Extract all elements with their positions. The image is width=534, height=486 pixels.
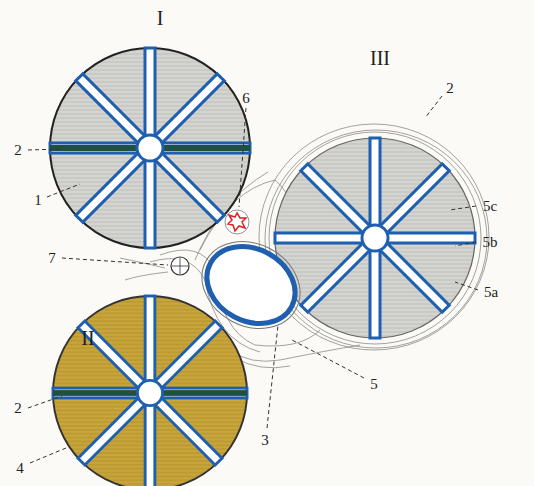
callout-number: 2 <box>14 143 22 158</box>
figure-numeral: II <box>81 328 94 348</box>
callout-number: 7 <box>48 251 56 266</box>
callout-number: 5 <box>370 377 378 392</box>
callout-number: 2 <box>14 401 22 416</box>
callout-number: 5a <box>484 285 498 300</box>
callout-number: 2 <box>446 81 454 96</box>
callout-number: 5b <box>483 235 498 250</box>
figure-numeral: III <box>370 48 390 68</box>
figure-numeral: I <box>157 8 164 28</box>
callout-number: 6 <box>242 91 250 106</box>
callout-number: 5c <box>483 199 497 214</box>
callout-number: 4 <box>16 461 24 476</box>
callout-number: 3 <box>261 433 269 448</box>
callout-number: 1 <box>34 193 42 208</box>
